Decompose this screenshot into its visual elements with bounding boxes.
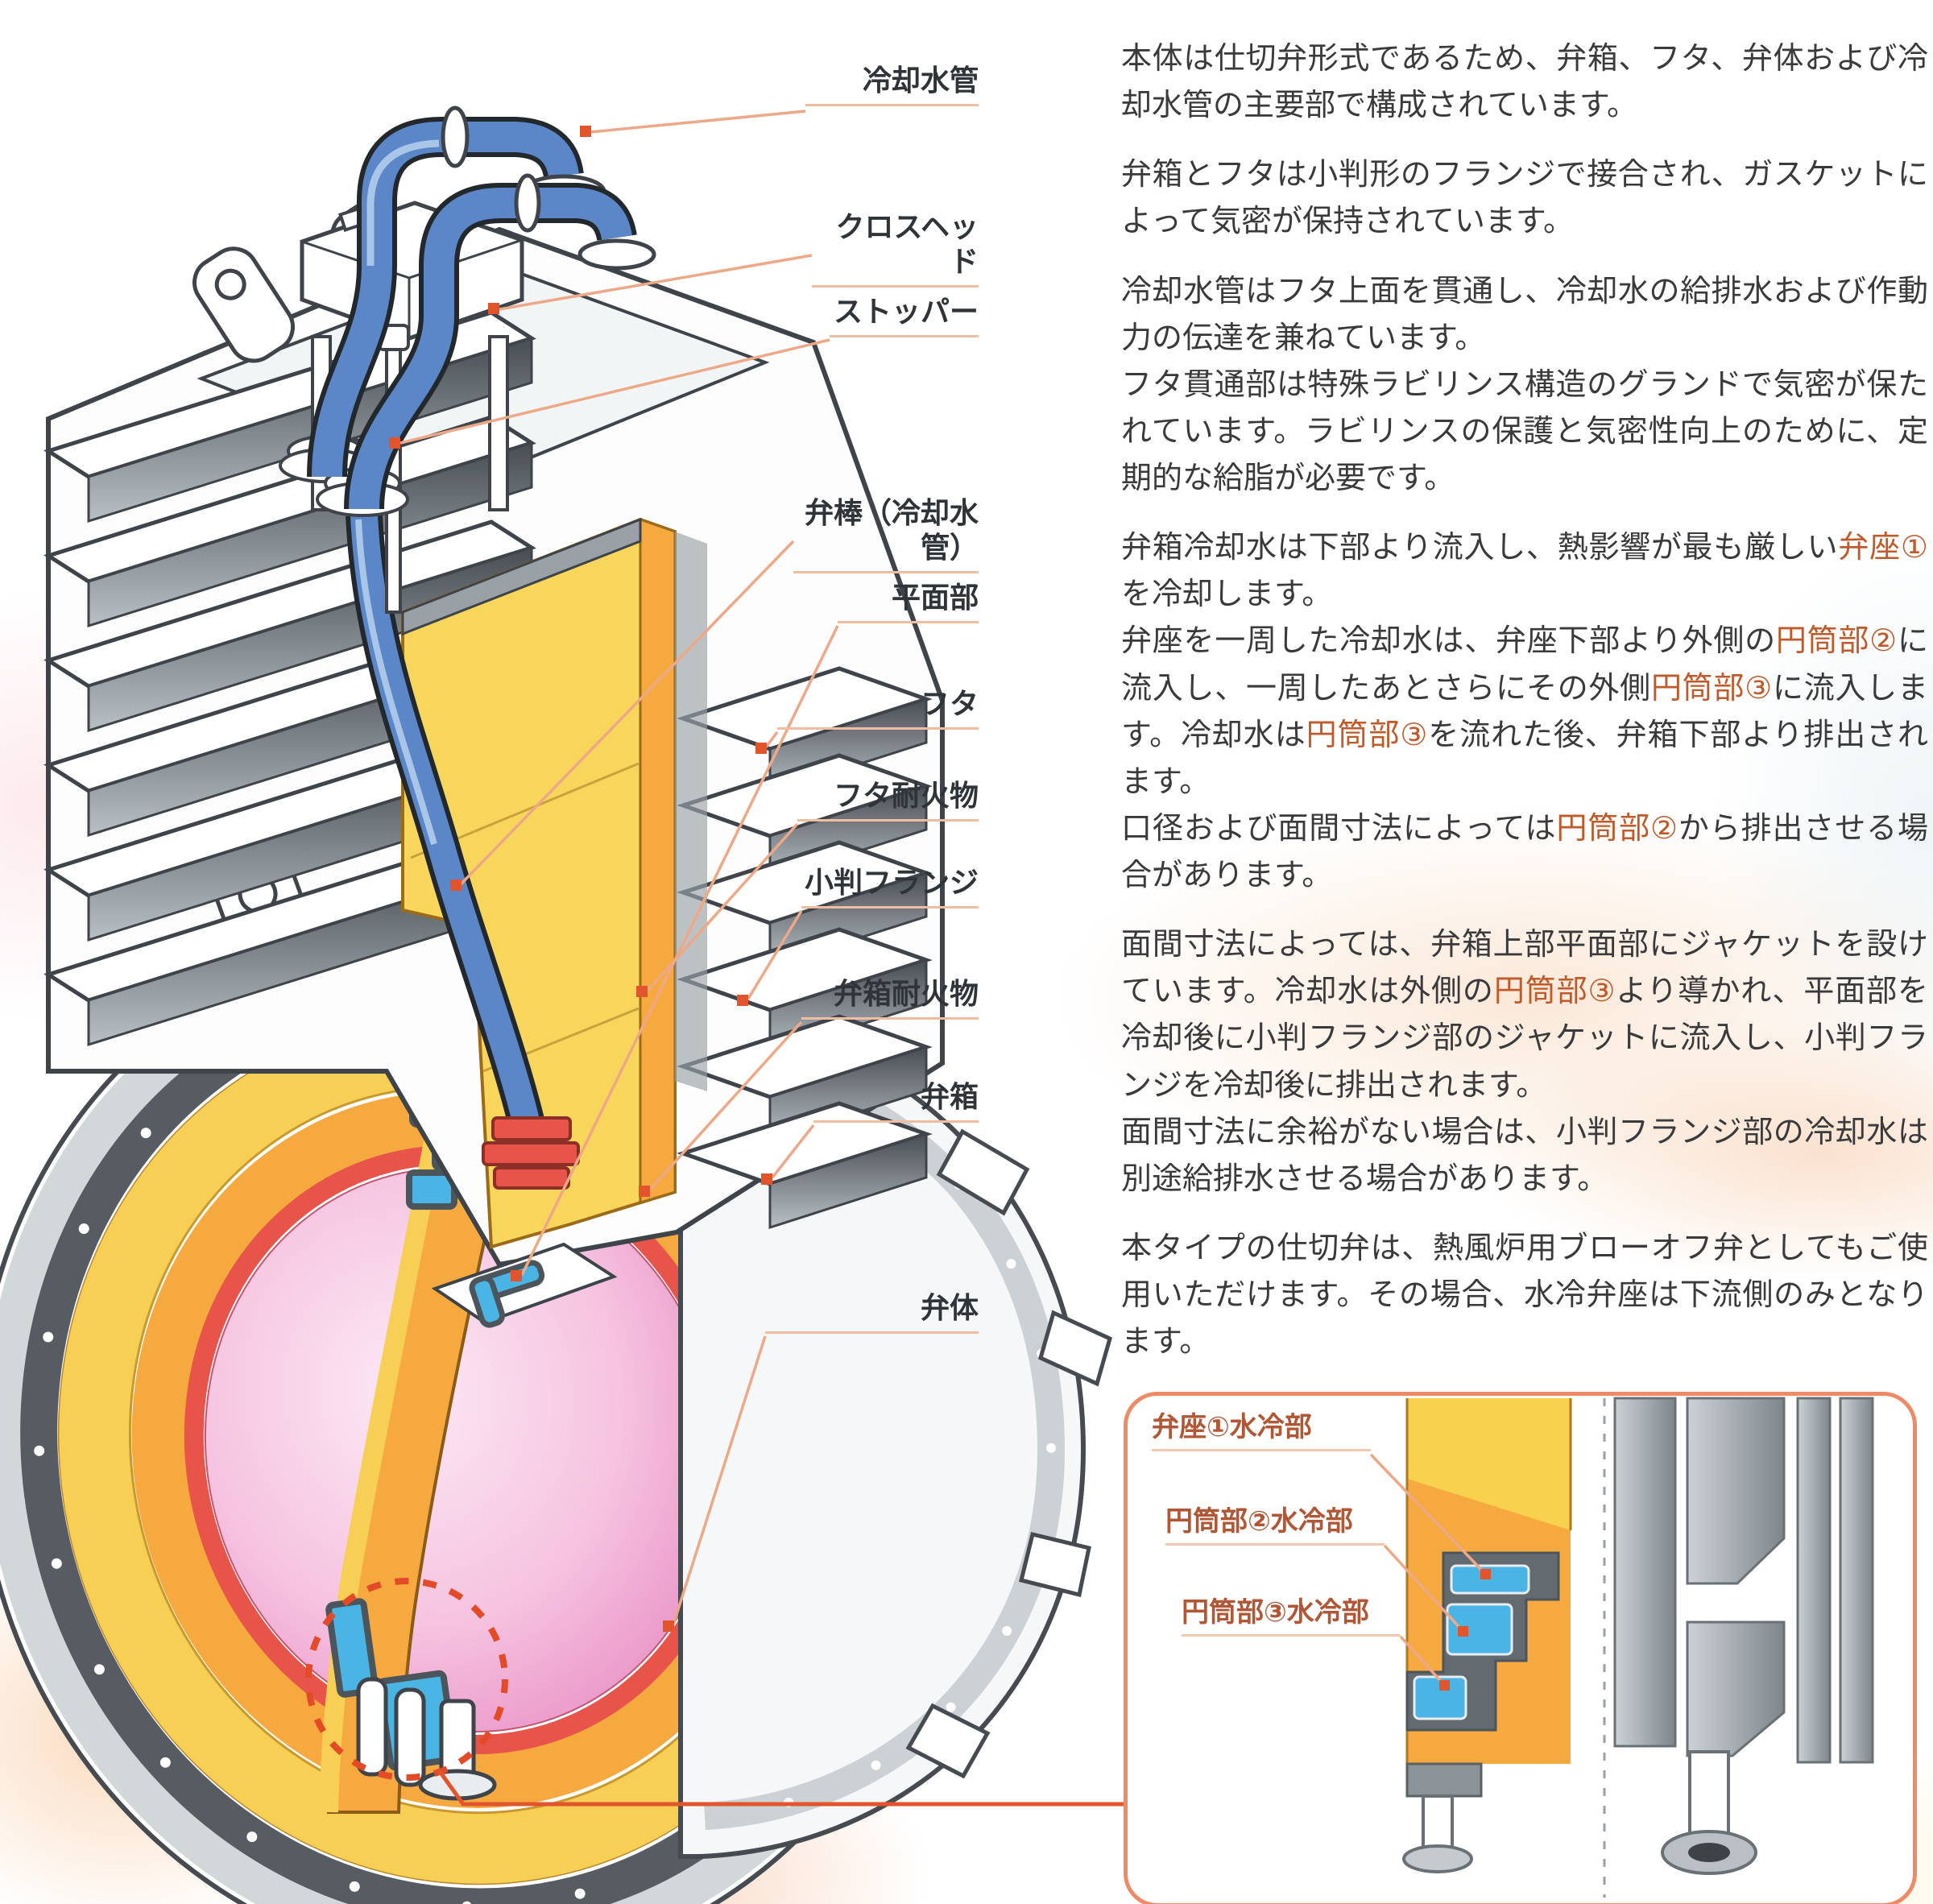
inset-gray-body-section bbox=[1613, 1397, 1874, 1875]
intro-paragraph-3: 冷却水管はフタ上面を貫通し、冷却水の給排水および作動力の伝達を兼ねています。 フ… bbox=[1121, 274, 1928, 496]
cooling-water-pipes bbox=[307, 106, 656, 510]
label-crosshead: クロスヘッド bbox=[812, 209, 979, 288]
inset-label-cylinder3: 円筒部③水冷部 bbox=[1182, 1596, 1401, 1637]
valve-body-shell bbox=[678, 1013, 1112, 1859]
label-valve-body: 弁箱 bbox=[813, 1079, 979, 1124]
label-body-refractory: 弁箱耐火物 bbox=[801, 976, 979, 1020]
seat-detail-circle bbox=[305, 1578, 1124, 1807]
label-stopper: ストッパー bbox=[830, 294, 979, 338]
label-flat-section: 平面部 bbox=[838, 580, 979, 624]
cooling-flow-paragraph: 弁箱冷却水は下部より流入し、熱影響が最も厳しい弁座①を冷却します。 弁座を一周し… bbox=[1121, 531, 1928, 892]
inset-label-seat1: 弁座①水冷部 bbox=[1152, 1411, 1371, 1451]
label-cover: フタ bbox=[777, 686, 979, 731]
right-fin-profile bbox=[677, 666, 933, 1230]
label-valve-stem: 弁棒（冷却水管） bbox=[793, 495, 979, 574]
leader-dots bbox=[389, 126, 772, 1632]
inset-leader-dots bbox=[1439, 1569, 1491, 1691]
description-text-column: 本体は仕切弁形式であるため、弁箱、フタ、弁体および冷却水管の主要部で構成されてい… bbox=[1121, 35, 1928, 1388]
label-cooling-water-pipe: 冷却水管 bbox=[805, 63, 979, 107]
blowoff-paragraph: 本タイプの仕切弁は、熱風炉用ブローオフ弁としてもご使用いただけます。その場合、水… bbox=[1121, 1231, 1928, 1360]
intro-paragraph-1: 本体は仕切弁形式であるため、弁箱、フタ、弁体および冷却水管の主要部で構成されてい… bbox=[1121, 42, 1928, 123]
inset-leader-lines bbox=[1369, 1453, 1488, 1687]
leader-lines bbox=[399, 110, 839, 1625]
label-cover-refractory: フタ耐火物 bbox=[797, 778, 979, 822]
label-valve-disc: 弁体 bbox=[765, 1290, 979, 1335]
inset-label-cylinder2: 円筒部②水冷部 bbox=[1165, 1505, 1385, 1546]
valve-stem-pipe bbox=[346, 514, 546, 1132]
jacket-paragraph: 面間寸法によっては、弁箱上部平面部にジャケットを設けています。冷却水は外側の円筒… bbox=[1121, 928, 1928, 1196]
label-oval-flange: 小判フランジ bbox=[801, 865, 979, 909]
seat-refractory-bricks bbox=[482, 1116, 580, 1190]
inset-detail-drawing bbox=[1369, 1397, 1874, 1898]
intro-paragraph-2: 弁箱とフタは小判形のフランジで接合され、ガスケットによって気密が保持されています… bbox=[1121, 158, 1928, 239]
